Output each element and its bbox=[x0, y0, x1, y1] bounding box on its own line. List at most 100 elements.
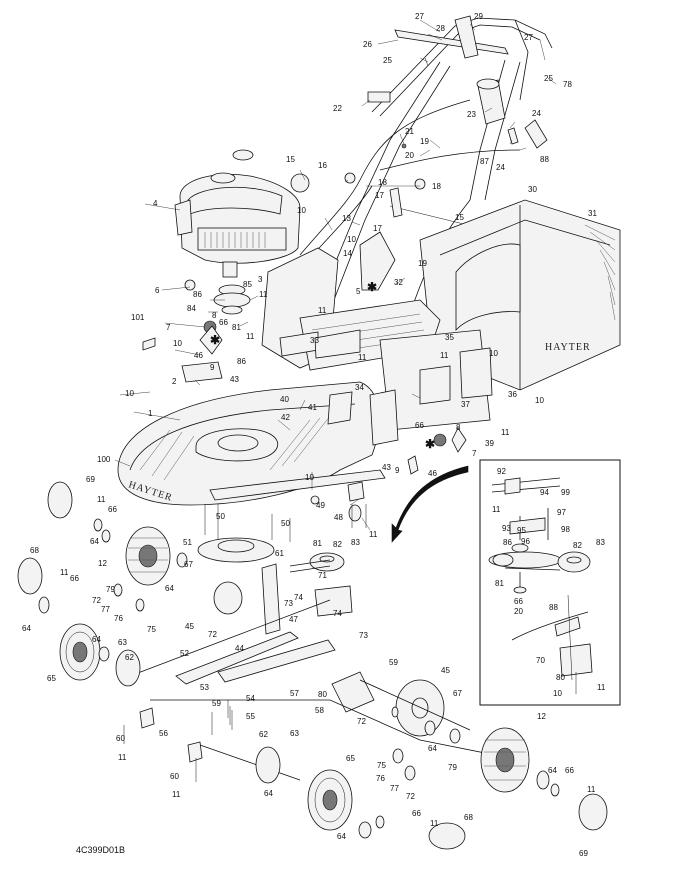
callout-54: 54 bbox=[246, 694, 255, 703]
callout-74: 74 bbox=[294, 593, 303, 602]
callout-77: 77 bbox=[390, 784, 399, 793]
callout-56: 56 bbox=[159, 729, 168, 738]
callout-75: 75 bbox=[147, 625, 156, 634]
callout-27: 27 bbox=[415, 12, 424, 21]
callout-10: 10 bbox=[347, 235, 356, 244]
callout-39: 39 bbox=[485, 439, 494, 448]
callout-42: 42 bbox=[281, 413, 290, 422]
callout-17: 17 bbox=[373, 224, 382, 233]
callout-57: 57 bbox=[290, 689, 299, 698]
callout-72: 72 bbox=[357, 717, 366, 726]
callout-36: 36 bbox=[508, 390, 517, 399]
callout-9: 9 bbox=[210, 363, 215, 372]
callout-11: 11 bbox=[60, 568, 69, 577]
callout-72: 72 bbox=[406, 792, 415, 801]
callout-72: 72 bbox=[92, 596, 101, 605]
callout-10: 10 bbox=[173, 339, 182, 348]
callout-4: 4 bbox=[153, 199, 158, 208]
callout-66: 66 bbox=[415, 421, 424, 430]
callout-19: 19 bbox=[420, 137, 429, 146]
callout-2: 2 bbox=[172, 377, 177, 386]
callout-11: 11 bbox=[440, 351, 449, 360]
callout-46: 46 bbox=[428, 469, 437, 478]
callout-9: 9 bbox=[395, 466, 400, 475]
inset-callout-94: 94 bbox=[540, 488, 549, 497]
inset-callout-80: 80 bbox=[556, 673, 565, 682]
callout-67: 67 bbox=[184, 560, 193, 569]
callout-24: 24 bbox=[496, 163, 505, 172]
callout-11: 11 bbox=[246, 332, 255, 341]
inset-callout-86: 86 bbox=[503, 538, 512, 547]
callout-84: 84 bbox=[187, 304, 196, 313]
callout-85: 85 bbox=[243, 280, 252, 289]
callout-75: 75 bbox=[377, 761, 386, 770]
callout-15: 15 bbox=[455, 213, 464, 222]
drive-pulleys bbox=[197, 284, 447, 635]
callout-64: 64 bbox=[428, 744, 437, 753]
callout-79: 79 bbox=[106, 585, 115, 594]
callout-11: 11 bbox=[118, 753, 127, 762]
callout-66: 66 bbox=[70, 574, 79, 583]
callout-64: 64 bbox=[90, 537, 99, 546]
front-left-wheel bbox=[59, 623, 101, 681]
callout-48: 48 bbox=[334, 513, 343, 522]
callout-11: 11 bbox=[172, 790, 181, 799]
inset-callout-11: 11 bbox=[597, 683, 606, 692]
callout-11: 11 bbox=[369, 530, 378, 539]
detail-pointer-arrow bbox=[391, 465, 469, 543]
hub-caps bbox=[17, 481, 608, 850]
callout-5: 5 bbox=[356, 287, 361, 296]
callout-68: 68 bbox=[464, 813, 473, 822]
callout-45: 45 bbox=[441, 666, 450, 675]
rear-left-wheel bbox=[125, 526, 171, 586]
callout-20: 20 bbox=[405, 151, 414, 160]
blade-assembly bbox=[175, 581, 445, 737]
callout-64: 64 bbox=[337, 832, 346, 841]
inset-callout-99: 99 bbox=[561, 488, 570, 497]
callout-32: 32 bbox=[394, 278, 403, 287]
callout-10: 10 bbox=[125, 389, 134, 398]
callout-47: 47 bbox=[289, 615, 298, 624]
callout-83: 83 bbox=[351, 538, 360, 547]
callout-64: 64 bbox=[92, 635, 101, 644]
rear-right-wheel bbox=[480, 727, 530, 793]
callout-11: 11 bbox=[501, 428, 510, 437]
callout-69: 69 bbox=[86, 475, 95, 484]
callout-43: 43 bbox=[382, 463, 391, 472]
callout-67: 67 bbox=[453, 689, 462, 698]
callout-81: 81 bbox=[313, 539, 322, 548]
callout-63: 63 bbox=[118, 638, 127, 647]
callout-11: 11 bbox=[259, 290, 268, 299]
callout-53: 53 bbox=[200, 683, 209, 692]
callout-61: 61 bbox=[275, 549, 284, 558]
callout-35: 35 bbox=[445, 333, 454, 342]
callout-12: 12 bbox=[98, 559, 107, 568]
drawing-code: 4C399D01B bbox=[76, 845, 125, 855]
callout-73: 73 bbox=[359, 631, 368, 640]
callout-64: 64 bbox=[165, 584, 174, 593]
callout-10: 10 bbox=[489, 349, 498, 358]
inset-callout-82: 82 bbox=[573, 541, 582, 550]
callout-25: 25 bbox=[544, 74, 553, 83]
callout-11: 11 bbox=[587, 785, 596, 794]
callout-66: 66 bbox=[565, 766, 574, 775]
callout-31: 31 bbox=[588, 209, 597, 218]
handle-assembly bbox=[290, 15, 553, 381]
callout-60: 60 bbox=[116, 734, 125, 743]
callout-77: 77 bbox=[101, 605, 110, 614]
callout-101: 101 bbox=[131, 313, 145, 322]
callout-64: 64 bbox=[548, 766, 557, 775]
svg-text:✱: ✱ bbox=[210, 333, 220, 347]
callout-59: 59 bbox=[389, 658, 398, 667]
callout-1: 1 bbox=[148, 409, 153, 418]
callout-73: 73 bbox=[284, 599, 293, 608]
callout-8: 8 bbox=[212, 311, 217, 320]
front-right-wheel bbox=[307, 769, 353, 831]
callout-14: 14 bbox=[343, 249, 352, 258]
callout-11: 11 bbox=[430, 819, 439, 828]
callout-10: 10 bbox=[535, 396, 544, 405]
grass-box-brand: HAYTER bbox=[545, 342, 591, 353]
callout-23: 23 bbox=[467, 110, 476, 119]
callout-86: 86 bbox=[237, 357, 246, 366]
inset-callout-96: 96 bbox=[521, 537, 530, 546]
